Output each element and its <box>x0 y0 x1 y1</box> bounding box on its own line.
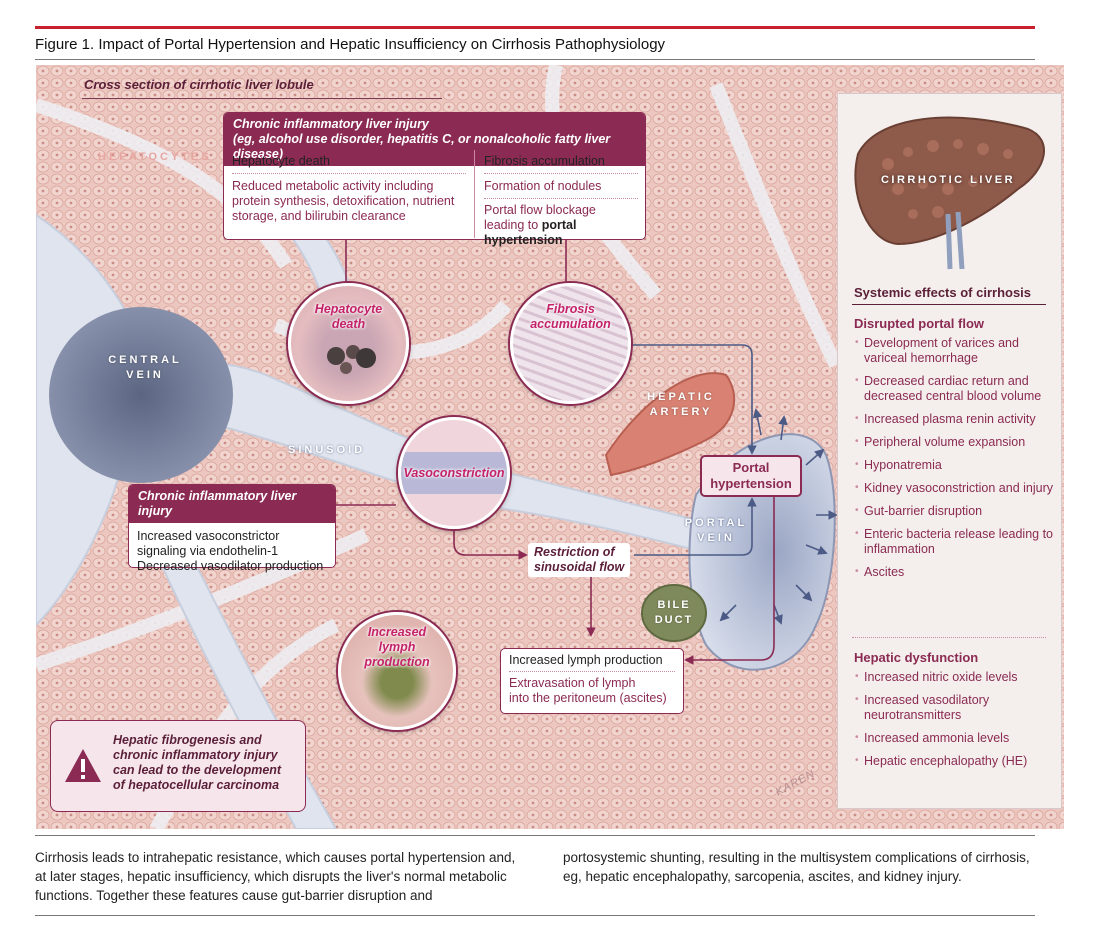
mid-box-line-3: Decreased vasodilator production <box>137 559 324 573</box>
hepatic-dysfunction-heading: Hepatic dysfunction <box>854 650 979 665</box>
hepatocyte-death-circle: Hepatocyte death <box>288 283 409 404</box>
fibrosis-section: Fibrosis accumulation Formation of nodul… <box>476 150 646 252</box>
portal-flow-heading: Disrupted portal flow <box>854 316 984 331</box>
top-box-subtitle: (eg, alcohol use disorder, hepatitis C, … <box>233 132 611 161</box>
mid-box-title: Chronic inflammatory liver injury <box>129 485 335 523</box>
systemic-divider <box>852 637 1046 638</box>
list-item: Increased plasma renin activity <box>854 411 1054 427</box>
portal-flow-list: Development of varices and variceal hemo… <box>854 335 1054 588</box>
mid-box-line-1: Increased vasoconstrictor <box>137 529 280 543</box>
hepatic-artery-label-2: ARTERY <box>649 406 713 418</box>
hepatocyte-death-circle-label-1: Hepatocyte <box>314 302 383 316</box>
list-item: Peripheral volume expansion <box>854 434 1054 450</box>
cross-section-label: Cross section of cirrhotic liver lobule <box>84 77 314 92</box>
lymph-production-box: Increased lymph production Extravasation… <box>500 648 684 714</box>
lymph-box-line-1: Extravasation of lymph <box>509 676 636 690</box>
lymph-circle-label-1: Increased <box>367 625 427 639</box>
list-item: Gut-barrier disruption <box>854 503 1054 519</box>
portal-hypertension-line-1: Portal <box>732 460 770 475</box>
warning-line-3: can lead to the development <box>113 763 282 777</box>
pressure-arrows <box>719 408 838 625</box>
warning-line-4: of hepatocellular carcinoma <box>113 778 280 792</box>
warning-line-1: Hepatic fibrogenesis and <box>113 733 262 747</box>
hepatocyte-death-section: Hepatocyte death Reduced metabolic activ… <box>224 150 474 228</box>
list-item: Kidney vasoconstriction and injury <box>854 480 1054 496</box>
portal-hypertension-emphasis: portal hypertension <box>484 218 577 247</box>
central-vein-label-1: CENTRAL <box>108 354 182 366</box>
caption-rule <box>35 835 1035 836</box>
restriction-line-2: sinusoidal flow <box>534 560 625 574</box>
vasoconstriction-circle-label: Vasoconstriction <box>403 466 505 480</box>
list-item: Increased ammonia levels <box>854 730 1054 746</box>
bile-duct-label-1: BILE <box>657 599 691 611</box>
bottom-rule <box>35 915 1035 916</box>
fibrosis-item-2-text: Portal flow blockage leading to <box>484 203 596 232</box>
flow-arrows <box>331 237 775 665</box>
cirrhotic-liver-label: CIRRHOTIC LIVER <box>880 174 1016 186</box>
cross-section-rule <box>82 98 442 99</box>
chronic-injury-top-box: Chronic inflammatory liver injury (eg, a… <box>223 112 646 247</box>
restriction-label: Restriction of sinusoidal flow <box>528 543 631 577</box>
list-item: Ascites <box>854 564 1054 580</box>
liver-illustration <box>838 94 1061 274</box>
bile-duct <box>641 584 707 642</box>
lymph-circle: Increased lymph production <box>338 612 456 730</box>
hepatocyte-death-text: Reduced metabolic activity including pro… <box>232 179 455 223</box>
figure-title: Figure 1. Impact of Portal Hypertension … <box>35 36 666 53</box>
bile-duct-label-2: DUCT <box>654 614 694 626</box>
hepatocyte-death-circle-label-2: death <box>331 317 366 331</box>
list-item: Hepatic encephalopathy (HE) <box>854 753 1054 769</box>
list-item: Enteric bacteria release leading to infl… <box>854 526 1054 557</box>
portal-hypertension-line-2: hypertension <box>710 476 792 491</box>
top-rule <box>35 26 1035 29</box>
hcc-warning-box: Hepatic fibrogenesis and chronic inflamm… <box>50 720 306 812</box>
sinusoid-label: SINUSOID <box>288 444 366 456</box>
systemic-effects-panel: CIRRHOTIC LIVER Systemic effects of cirr… <box>837 93 1062 809</box>
hepatocytes-label: HEPATOCYTES <box>98 151 212 163</box>
fibrosis-heading: Fibrosis accumulation <box>484 154 638 174</box>
list-item: Increased vasodilatory neurotransmitters <box>854 692 1054 723</box>
warning-text: Hepatic fibrogenesis and chronic inflamm… <box>113 733 281 793</box>
central-vein-label-2: VEIN <box>126 369 164 381</box>
title-rule <box>35 59 1035 60</box>
portal-vein-label-2: VEIN <box>697 532 735 544</box>
top-box-title: Chronic inflammatory liver injury <box>233 117 429 131</box>
cirrhotic-liver-image: CIRRHOTIC LIVER <box>838 94 1061 274</box>
portal-hypertension-box: Portal hypertension <box>700 455 802 497</box>
list-item: Hyponatremia <box>854 457 1054 473</box>
fibrosis-circle: Fibrosis accumulation <box>510 283 631 404</box>
hepatic-artery <box>604 372 736 477</box>
list-item: Development of varices and variceal hemo… <box>854 335 1054 366</box>
fibrosis-circle-label-2: accumulation <box>530 317 611 331</box>
restriction-line-1: Restriction of <box>534 545 615 559</box>
mid-box-line-2: signaling via endothelin-1 <box>137 544 279 558</box>
fibrosis-circle-label-1: Fibrosis <box>546 302 595 316</box>
lymph-circle-label-3: production <box>364 655 430 669</box>
illustration-panel: Cross section of cirrhotic liver lobule … <box>36 65 1064 829</box>
fibrosis-item-1: Formation of nodules <box>484 179 638 199</box>
hepatocyte-death-heading: Hepatocyte death <box>232 154 466 174</box>
lymph-circle-label-2: lymph <box>378 640 416 654</box>
portal-vein-label-1: PORTAL <box>684 517 748 529</box>
lymph-box-line-2: into the peritoneum (ascites) <box>509 691 667 705</box>
systemic-title-rule <box>852 304 1046 305</box>
caption-left: Cirrhosis leads to intrahepatic resistan… <box>35 850 516 903</box>
list-item: Decreased cardiac return and decreased c… <box>854 373 1054 404</box>
hepatic-artery-label-1: HEPATIC <box>647 391 715 403</box>
systemic-effects-title: Systemic effects of cirrhosis <box>854 285 1032 300</box>
vasoconstriction-circle: Vasoconstriction <box>398 417 510 529</box>
central-vein <box>49 307 233 483</box>
warning-line-2: chronic inflammatory injury <box>113 748 278 762</box>
caption-right: portosystemic shunting, resulting in the… <box>563 850 1030 884</box>
top-box-header: Chronic inflammatory liver injury (eg, a… <box>224 113 645 166</box>
list-item: Increased nitric oxide levels <box>854 669 1054 685</box>
hepatic-dysfunction-list: Increased nitric oxide levelsIncreased v… <box>854 669 1054 777</box>
lymph-box-heading: Increased lymph production <box>509 653 675 672</box>
box-divider <box>474 150 475 238</box>
warning-icon <box>65 749 101 782</box>
dead-cell-illustration <box>327 345 376 374</box>
mid-box-body: Increased vasoconstrictor signaling via … <box>129 523 335 580</box>
chronic-injury-mid-box: Chronic inflammatory liver injury Increa… <box>128 484 336 573</box>
fibrosis-item-2: Portal flow blockage leading to portal h… <box>484 203 638 248</box>
